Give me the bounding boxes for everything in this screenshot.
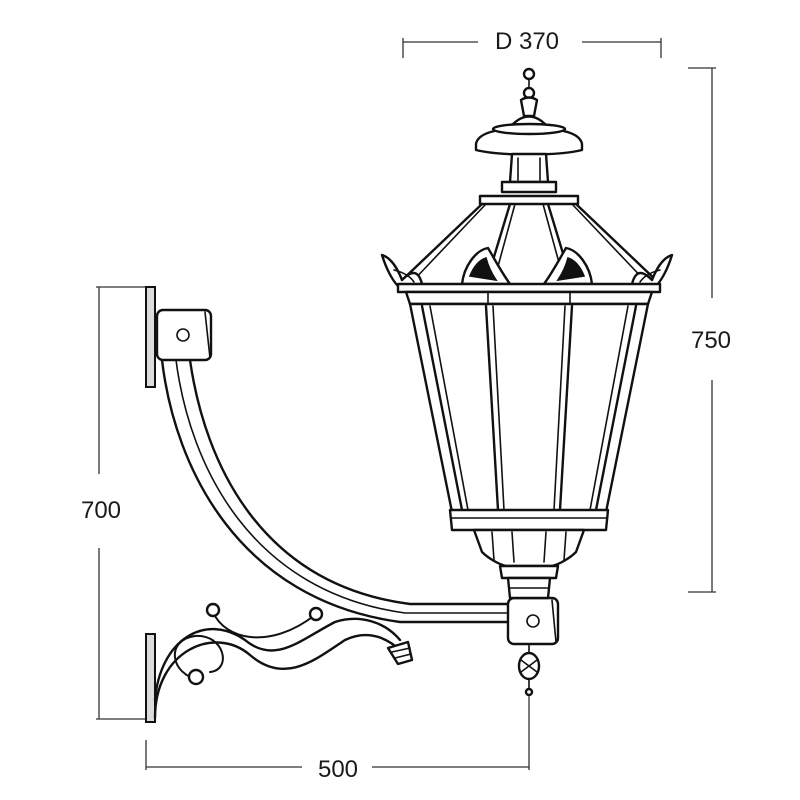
lantern-bottom-band (448, 508, 610, 532)
top-finial-icon (510, 67, 548, 127)
roof-ornament-right-icon (630, 253, 674, 288)
lantern-mount-block (506, 596, 560, 646)
scroll-finial-icon (386, 640, 414, 666)
lantern-roof-band (396, 282, 662, 294)
dimension-lantern-height-label: 750 (691, 327, 731, 354)
upper-mount-block (155, 308, 213, 362)
dimension-bracket-projection: 500 (145, 690, 530, 783)
lantern (380, 67, 674, 600)
roof-ornament-center-right-icon (542, 246, 594, 286)
dimension-bracket-height: 700 (81, 286, 146, 720)
bracket-scroll (153, 602, 414, 720)
bottom-finial-icon (517, 643, 541, 697)
lantern-glass-body (408, 302, 650, 514)
dimension-bracket-projection-label: 500 (318, 756, 358, 783)
dimension-lantern-height: 750 (688, 67, 731, 593)
roof-ornament-left-icon (380, 253, 424, 288)
lantern-bottom-bowl (472, 528, 586, 600)
lower-wall-plate (145, 633, 156, 723)
dimension-diameter: D 370 (402, 28, 662, 58)
dimension-bracket-height-label: 700 (81, 497, 121, 524)
lantern-roof (396, 202, 662, 286)
roof-ornament-center-left-icon (460, 246, 512, 286)
dimension-diameter-label: D 370 (495, 28, 559, 55)
bracket-arm (153, 308, 560, 720)
upper-wall-plate (145, 286, 156, 388)
